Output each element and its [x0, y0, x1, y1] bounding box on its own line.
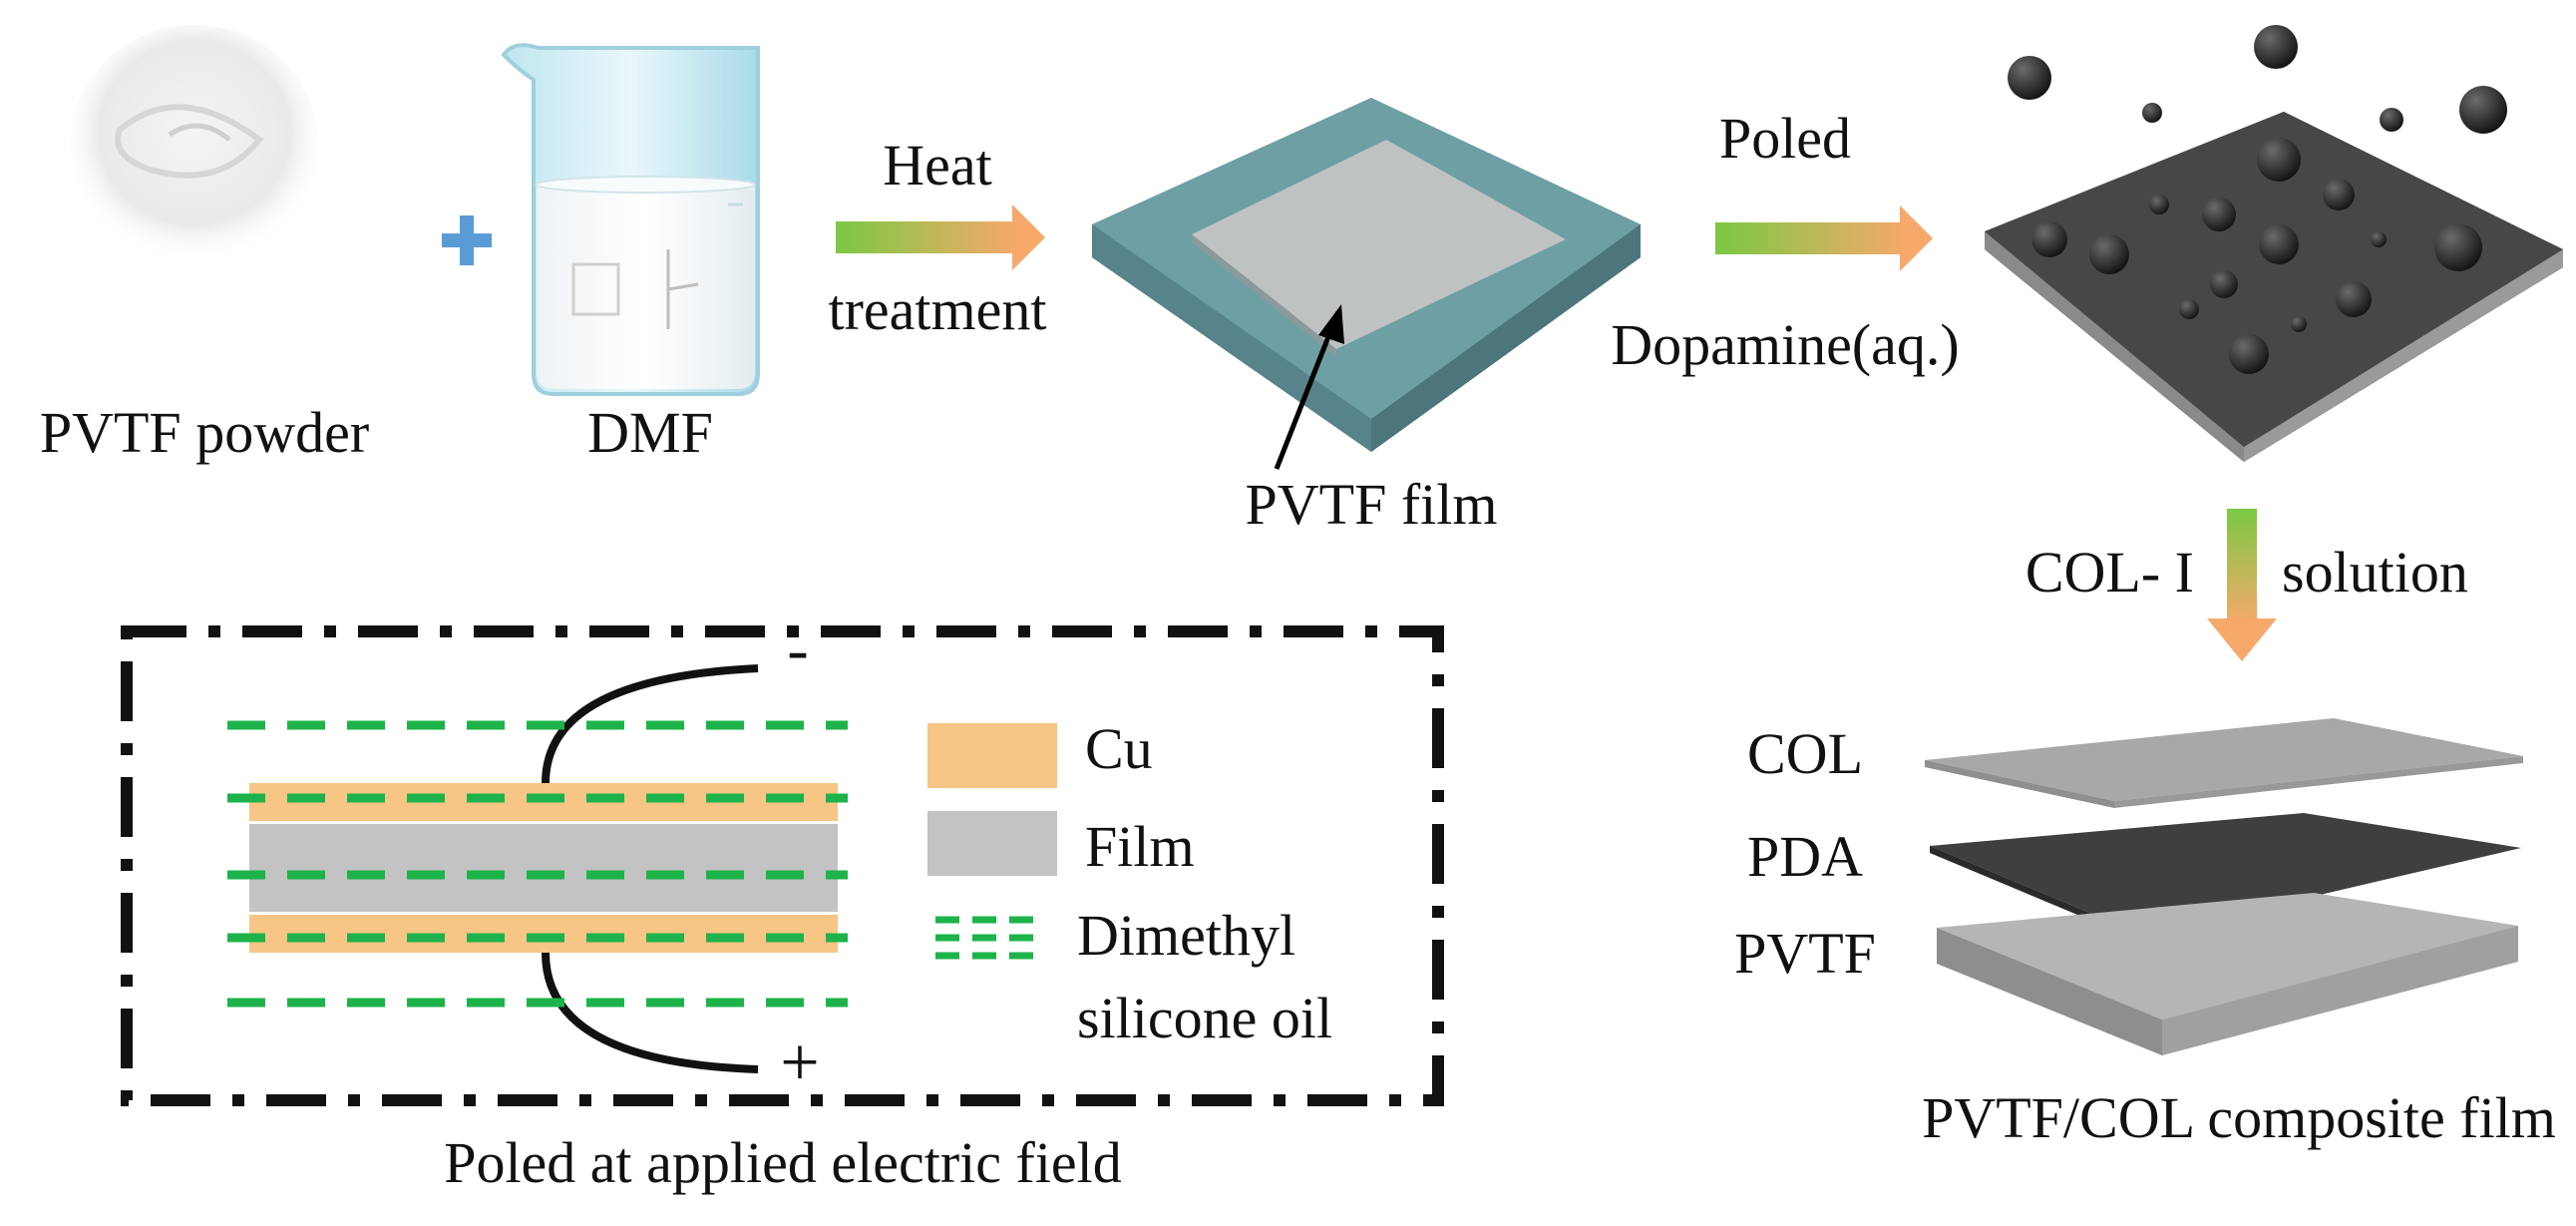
positive-terminal: +	[780, 1024, 819, 1101]
pvtf-film-illustration	[1092, 98, 1641, 452]
poling-setup-inset: - + Cu Film Dimethyl silicone oil	[121, 613, 1444, 1106]
dopamine-label: Dopamine(aq.)	[1611, 312, 1959, 377]
legend-label-oil-line2: silicone oil	[1077, 986, 1332, 1050]
layer-col-label: COL	[1747, 721, 1863, 786]
inset-caption: Poled at applied electric field	[444, 1130, 1122, 1195]
plus-icon	[442, 215, 492, 265]
pvtf-powder-label: PVTF powder	[40, 400, 369, 465]
treatment-label: treatment	[828, 277, 1046, 342]
pvtf-film-label: PVTF film	[1246, 472, 1498, 537]
poling-arrow	[1715, 205, 1933, 271]
positive-wire	[542, 952, 759, 1073]
poled-label: Poled	[1719, 106, 1851, 171]
legend-label-cu: Cu	[1085, 716, 1153, 781]
composite-film-illustration	[1925, 718, 2523, 1055]
col-i-label: COL- I	[2025, 540, 2194, 605]
layer-pvtf	[1937, 893, 2518, 1055]
legend: Cu Film Dimethyl silicone oil	[927, 716, 1332, 1050]
layer-pvtf-label: PVTF	[1734, 921, 1876, 986]
pvtf-film-pointer-arrow	[1274, 304, 1344, 470]
film-layer	[249, 824, 838, 912]
legend-swatch-cu	[927, 723, 1057, 788]
pda-coated-film-illustration	[1985, 112, 2563, 462]
legend-swatch-film	[927, 811, 1057, 876]
legend-label-oil-line1: Dimethyl	[1077, 903, 1295, 968]
col-solution-arrow	[2207, 509, 2277, 661]
layer-pda-label: PDA	[1747, 824, 1863, 889]
composite-film-label: PVTF/COL composite film	[1922, 1085, 2556, 1150]
negative-wire	[542, 664, 759, 784]
negative-terminal: -	[787, 613, 808, 684]
inset-frame	[121, 625, 1444, 1106]
silicone-oil-lines	[227, 720, 848, 1008]
beaker-icon	[501, 43, 760, 396]
legend-label-film: Film	[1085, 814, 1195, 879]
heat-label: Heat	[883, 133, 992, 198]
dmf-label: DMF	[587, 400, 713, 465]
floating-particles	[2008, 25, 2507, 134]
layer-col	[1925, 718, 2523, 808]
pvtf-powder-illustration	[70, 25, 319, 264]
legend-swatch-oil	[935, 916, 1033, 960]
solution-label: solution	[2282, 540, 2468, 605]
heat-treatment-arrow	[836, 204, 1045, 270]
surface-particles	[2031, 138, 2482, 374]
